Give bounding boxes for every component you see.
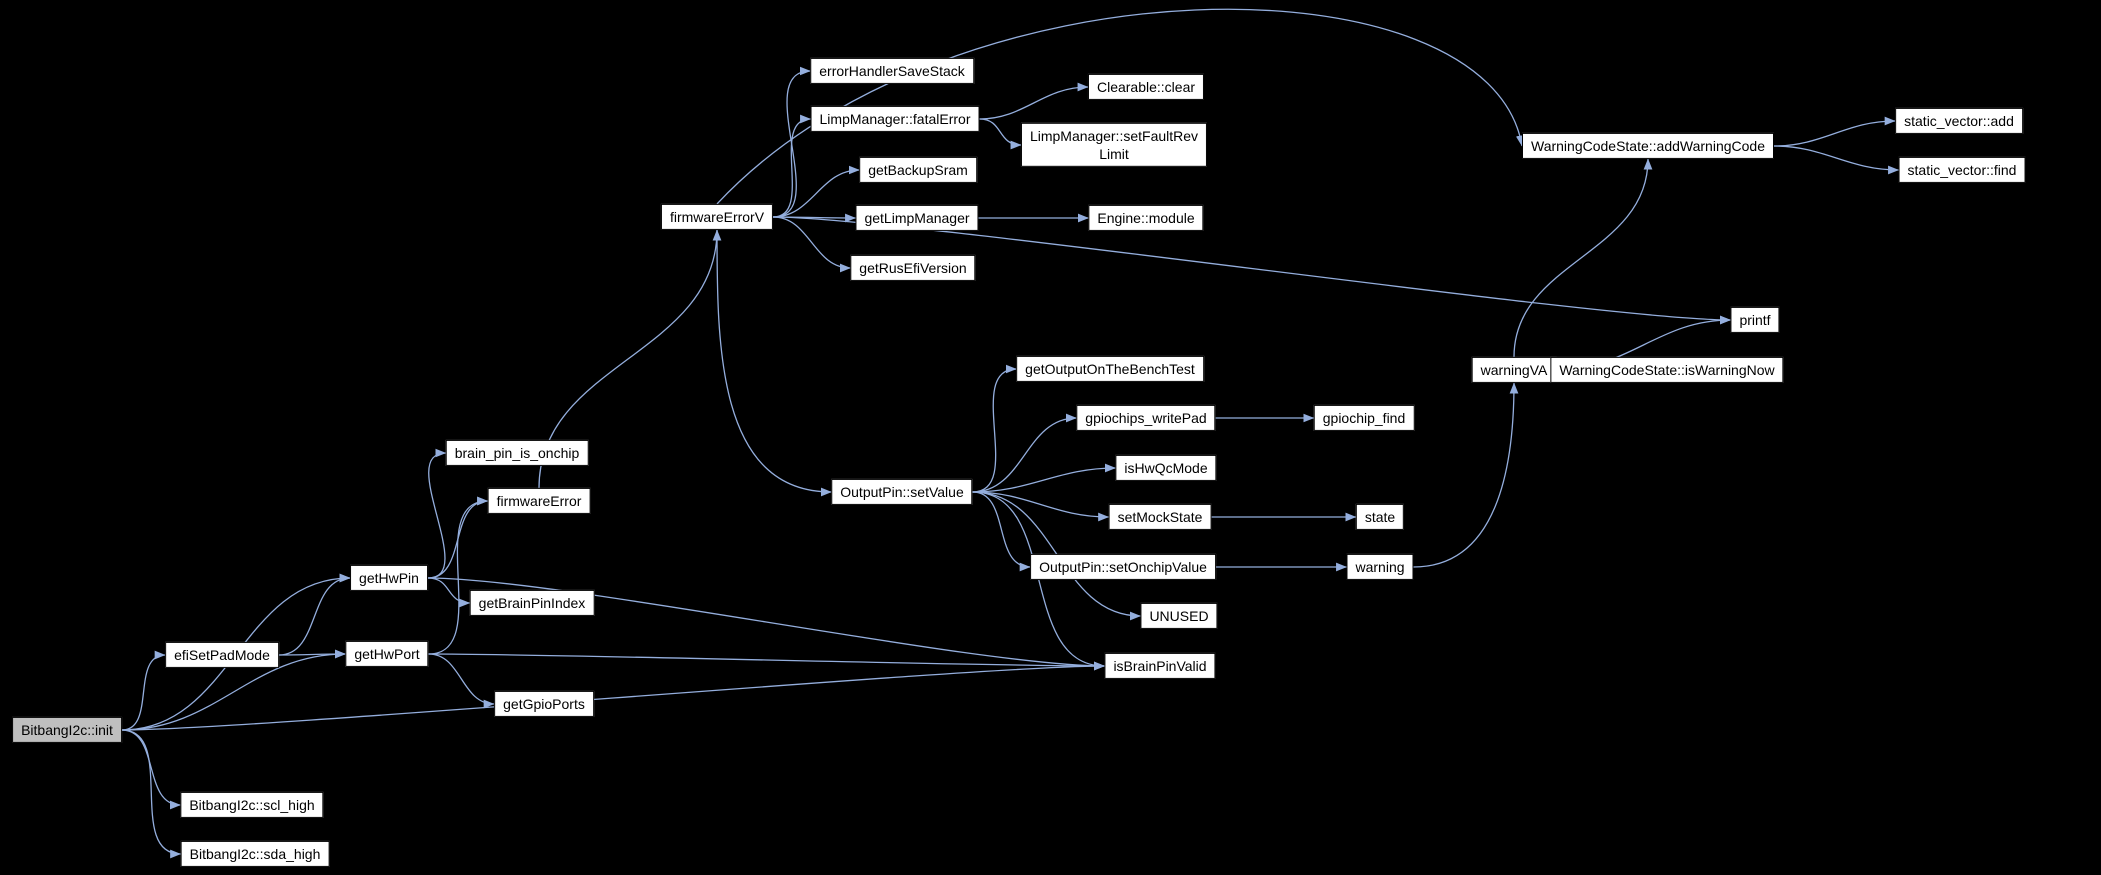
node-static-vector-add[interactable]: static_vector::add bbox=[1895, 107, 2023, 135]
node-error-handler-save-stack[interactable]: errorHandlerSaveStack bbox=[810, 57, 974, 85]
node-is-brain-pin-valid[interactable]: isBrainPinValid bbox=[1104, 652, 1216, 680]
edge-init-to-efi-set-pad-mode bbox=[121, 650, 166, 731]
edge-warning-to-warning-va bbox=[1413, 382, 1519, 568]
node-engine-module[interactable]: Engine::module bbox=[1088, 204, 1204, 232]
node-fatal-error[interactable]: LimpManager::fatalError bbox=[810, 105, 980, 133]
node-set-mock-state[interactable]: setMockState bbox=[1108, 503, 1212, 531]
node-gpiochips-write-pad[interactable]: gpiochips_writePad bbox=[1076, 404, 1216, 432]
edge-efi-set-pad-mode-to-get-hw-port bbox=[278, 649, 346, 659]
edge-init-to-is-brain-pin-valid bbox=[121, 661, 1105, 731]
edge-get-hw-port-to-get-gpio-ports bbox=[428, 653, 495, 709]
edge-firmware-error-v-to-fatal-error bbox=[773, 114, 812, 218]
edge-add-warning-code-to-static-vector-add bbox=[1773, 116, 1896, 147]
edge-init-to-get-hw-port bbox=[121, 649, 346, 731]
edge-set-value-to-set-mock-state bbox=[972, 491, 1110, 522]
node-add-warning-code[interactable]: WarningCodeState::addWarningCode bbox=[1522, 132, 1774, 160]
node-state[interactable]: state bbox=[1355, 503, 1405, 531]
edge-fatal-error-to-set-fault-rev-limit bbox=[979, 118, 1022, 150]
node-get-rus-efi-version[interactable]: getRusEfiVersion bbox=[850, 254, 976, 282]
edge-get-hw-port-to-is-brain-pin-valid bbox=[428, 653, 1105, 671]
node-set-fault-rev-limit[interactable]: LimpManager::setFaultRev Limit bbox=[1020, 122, 1208, 168]
node-warning[interactable]: warning bbox=[1346, 553, 1414, 581]
node-get-gpio-ports[interactable]: getGpioPorts bbox=[494, 690, 594, 718]
node-is-hw-qc-mode[interactable]: isHwQcMode bbox=[1115, 454, 1217, 482]
node-is-warning-now[interactable]: WarningCodeState::isWarningNow bbox=[1550, 356, 1784, 384]
node-static-vector-find[interactable]: static_vector::find bbox=[1898, 156, 2026, 184]
edge-firmware-error-v-to-get-backup-sram bbox=[773, 165, 860, 218]
edge-set-value-to-gpiochips-write-pad bbox=[972, 413, 1077, 493]
node-init[interactable]: BitbangI2c::init bbox=[12, 716, 122, 744]
node-set-onchip-value[interactable]: OutputPin::setOnchipValue bbox=[1030, 553, 1216, 581]
edge-init-to-sda-high bbox=[121, 729, 182, 859]
node-efi-set-pad-mode[interactable]: efiSetPadMode bbox=[165, 641, 279, 669]
edge-fatal-error-to-clearable-clear bbox=[979, 82, 1089, 120]
node-firmware-error[interactable]: firmwareError bbox=[487, 487, 591, 515]
node-gpiochip-find[interactable]: gpiochip_find bbox=[1313, 404, 1415, 432]
edge-get-hw-pin-to-is-brain-pin-valid bbox=[427, 577, 1105, 671]
node-get-output-on-the-bench-test[interactable]: getOutputOnTheBenchTest bbox=[1016, 355, 1204, 383]
node-brain-pin-is-onchip[interactable]: brain_pin_is_onchip bbox=[445, 439, 589, 467]
node-unused[interactable]: UNUSED bbox=[1140, 602, 1218, 630]
edge-add-warning-code-to-static-vector-find bbox=[1773, 145, 1900, 175]
node-get-limp-manager[interactable]: getLimpManager bbox=[855, 204, 979, 232]
node-get-hw-port[interactable]: getHwPort bbox=[345, 640, 429, 668]
node-set-value[interactable]: OutputPin::setValue bbox=[831, 478, 973, 506]
edge-get-hw-pin-to-brain-pin-is-onchip bbox=[427, 448, 447, 579]
node-printf[interactable]: printf bbox=[1730, 306, 1780, 334]
edge-firmware-error-v-to-set-value bbox=[716, 230, 832, 497]
node-get-backup-sram[interactable]: getBackupSram bbox=[859, 156, 977, 184]
node-sda-high[interactable]: BitbangI2c::sda_high bbox=[180, 840, 330, 868]
edge-efi-set-pad-mode-to-get-hw-pin bbox=[278, 573, 351, 656]
edge-get-hw-port-to-firmware-error bbox=[428, 496, 489, 655]
edge-set-value-to-is-hw-qc-mode bbox=[972, 463, 1116, 493]
edge-set-value-to-get-output-on-the-bench-test bbox=[972, 364, 1017, 493]
edge-firmware-error-v-to-get-rus-efi-version bbox=[773, 216, 851, 273]
edge-set-value-to-set-onchip-value bbox=[972, 491, 1031, 572]
node-warning-va[interactable]: warningVA bbox=[1471, 356, 1557, 384]
node-firmware-error-v[interactable]: firmwareErrorV bbox=[660, 203, 774, 231]
edge-warning-va-to-add-warning-code bbox=[1513, 158, 1653, 357]
node-scl-high[interactable]: BitbangI2c::scl_high bbox=[180, 791, 324, 819]
node-clearable-clear[interactable]: Clearable::clear bbox=[1087, 73, 1205, 101]
edge-init-to-scl-high bbox=[121, 729, 181, 810]
edge-get-hw-pin-to-get-brain-pin-index bbox=[427, 577, 471, 608]
node-get-brain-pin-index[interactable]: getBrainPinIndex bbox=[469, 589, 595, 617]
node-get-hw-pin[interactable]: getHwPin bbox=[350, 564, 428, 592]
